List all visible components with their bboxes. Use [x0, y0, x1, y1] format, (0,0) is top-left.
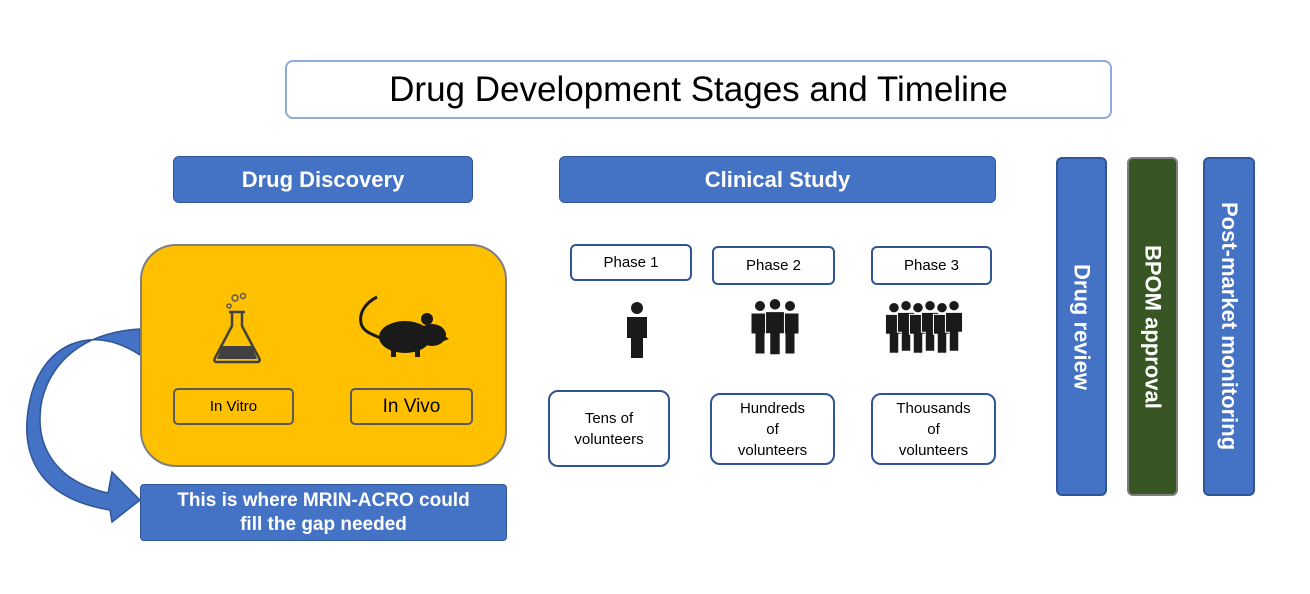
drug-review-label: Drug review: [1069, 263, 1095, 390]
phase-3-volunteers: Thousands of volunteers: [871, 393, 996, 465]
diagram-title: Drug Development Stages and Timeline: [285, 60, 1112, 119]
phase-2-label: Phase 2: [712, 246, 835, 285]
post-market-monitoring-bar: Post-market monitoring: [1203, 157, 1255, 496]
phase-2-volunteers: Hundreds of volunteers: [710, 393, 835, 465]
phase-3-text: Phase 3: [903, 257, 960, 274]
clinical-study-label: Clinical Study: [704, 166, 851, 192]
in-vivo-label: In Vivo: [350, 388, 473, 425]
discovery-panel: [140, 244, 507, 467]
person-icon: [627, 302, 647, 358]
bpom-approval-label: BPOM approval: [1140, 244, 1166, 409]
mouse-icon: [359, 295, 449, 357]
post-market-monitoring-label: Post-market monitoring: [1217, 202, 1242, 451]
large-group-icon: [884, 299, 964, 354]
clinical-study-header: Clinical Study: [559, 156, 996, 203]
phase-1-text: Phase 1: [603, 254, 659, 271]
in-vivo-text: In Vivo: [382, 395, 441, 417]
phase-2-text: Phase 2: [745, 257, 802, 274]
phase-1-label: Phase 1: [570, 244, 692, 281]
gap-note-box: This is where MRIN-ACRO could fill the g…: [140, 484, 507, 541]
phase-1-volunteers-text: Tens of volunteers: [574, 409, 644, 448]
drug-review-bar: Drug review: [1056, 157, 1107, 496]
drug-discovery-header: Drug Discovery: [173, 156, 473, 203]
flask-icon: [213, 292, 261, 364]
diagram-title-text: Drug Development Stages and Timeline: [389, 69, 1008, 109]
phase-2-volunteers-text: Hundreds of volunteers: [737, 399, 808, 459]
phase-3-label: Phase 3: [871, 246, 992, 285]
gap-note-text: This is where MRIN-ACRO could fill the g…: [177, 489, 470, 535]
bpom-approval-bar: BPOM approval: [1127, 157, 1178, 496]
drug-discovery-label: Drug Discovery: [241, 166, 405, 192]
small-group-icon: [750, 298, 800, 356]
phase-1-volunteers: Tens of volunteers: [548, 390, 670, 467]
phase-3-volunteers-text: Thousands of volunteers: [896, 399, 971, 459]
in-vitro-label: In Vitro: [173, 388, 294, 425]
in-vitro-text: In Vitro: [209, 398, 258, 415]
